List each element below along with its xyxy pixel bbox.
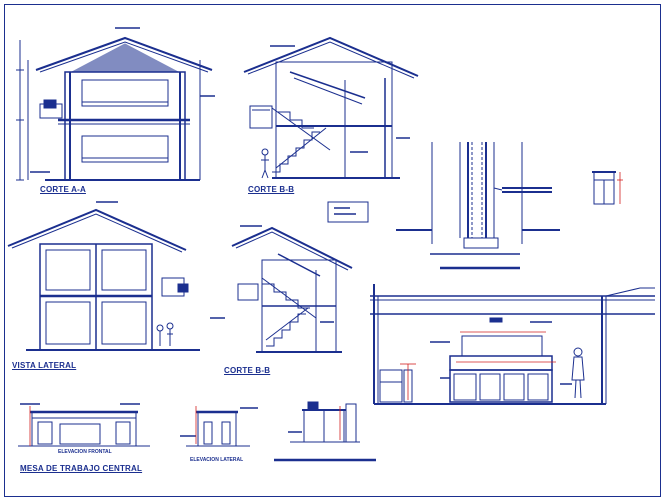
elevacion-lateral-title: ELEVACION LATERAL: [190, 457, 244, 463]
mesa-lateral: [180, 407, 258, 447]
vista-lateral-title: VISTA LATERAL: [12, 361, 77, 370]
vista-lateral-section: [7, 201, 225, 351]
footing-detail: [396, 142, 560, 270]
corte-aa-title: CORTE A-A: [40, 185, 86, 194]
elevacion-frontal-title: ELEVACION FRONTAL: [58, 449, 112, 455]
mesa-frontal: [18, 403, 150, 447]
cabinet-detail: [592, 171, 616, 205]
corte-bb-top-title: CORTE B-B: [248, 185, 295, 194]
corte-bb-mid-title: CORTE B-B: [224, 366, 271, 375]
corte-bb-top-section: [243, 36, 419, 179]
corte-bb-mid-section: [231, 225, 353, 353]
legend-box: [327, 201, 369, 223]
kitchen-elevation: [370, 284, 655, 405]
mesa-detalle: [274, 401, 376, 462]
corte-aa-section: [16, 27, 215, 181]
mesa-trabajo-title: MESA DE TRABAJO CENTRAL: [20, 464, 143, 473]
sheet-border: [4, 4, 661, 497]
